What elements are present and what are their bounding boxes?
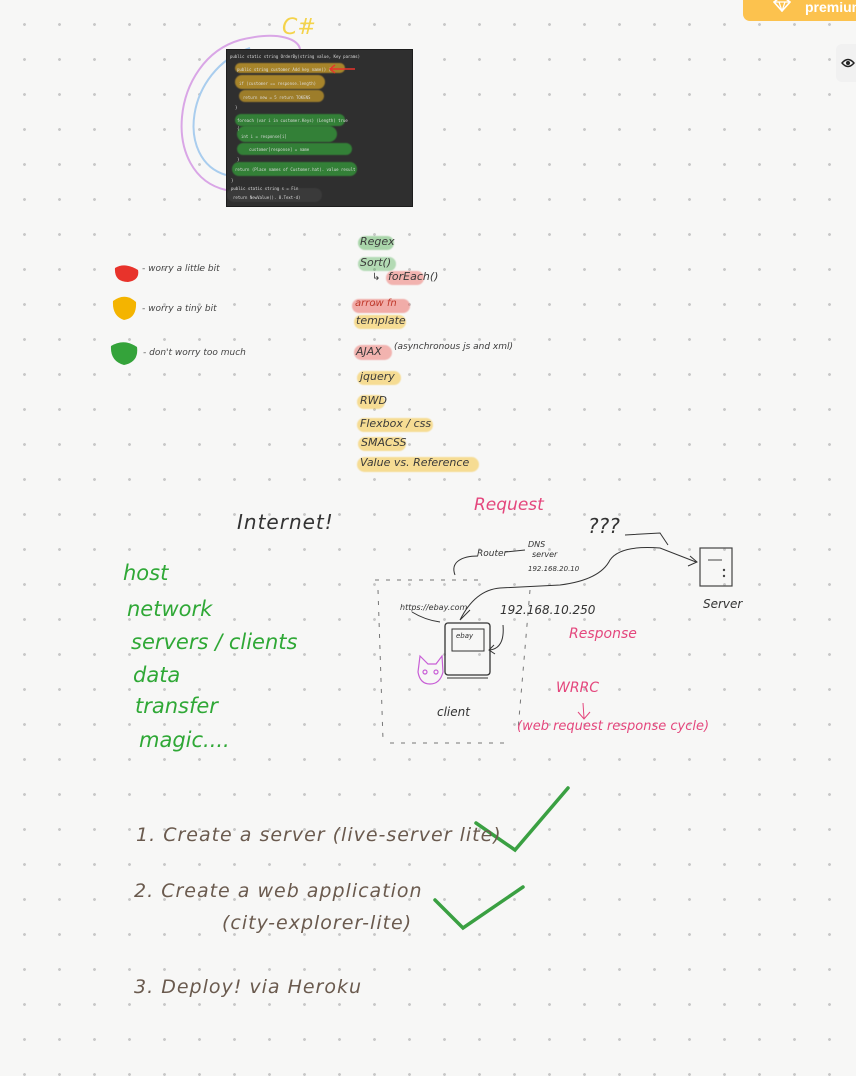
topic-ajax-note: (asynchronous js and xml) [394,342,514,352]
code-line: if (customer == response.length) [239,81,317,86]
task-text: Create a server (live-server lite) [163,824,502,846]
red-blob [114,265,139,282]
premium-label: premium [805,0,856,15]
word-servers-clients: servers / clients [131,630,298,654]
ebay-screen-label: ebay [456,632,474,640]
checkmark-1 [474,786,570,853]
topic-regex: Regex [360,235,395,248]
server-label: Server [703,597,743,611]
topic-ajax: AJAX [356,345,382,358]
code-line: } [231,178,234,183]
legend-yellow-text: - worry a tiny bit [142,304,217,314]
topic-foreach: forEach() [388,270,439,283]
request-label: Request [474,495,544,515]
topic-rwd: RWD [360,394,387,407]
word-transfer: transfer [135,694,218,718]
task-2-subtitle: (city-explorer-lite) [222,912,412,934]
code-line: return NewValue(). 8.Text-d) [233,195,301,200]
word-data: data [133,663,181,687]
computer-icon [444,622,491,679]
code-line: foreach (var i in customer.Keys) (Length… [237,118,348,123]
topic-sort: Sort() [360,256,392,269]
premium-button[interactable]: premium [743,0,856,21]
ip-label: 192.168.10.250 [500,603,596,617]
yellow-blob [112,296,137,320]
green-blob [110,342,138,365]
code-line: public string customer Add key name() { [237,67,331,72]
code-line: { [237,126,240,131]
visibility-toggle[interactable] [836,44,856,82]
task-number: 2. [134,880,155,902]
task-text: Create a web application [161,880,423,902]
code-line: customer[response] = name [249,147,310,152]
code-line: public static string OrderBy(string valu… [230,54,361,59]
task-2: 2. Create a web application [134,880,423,902]
task-1: 1. Create a server (live-server lite) [136,824,502,846]
task-number: 3. [134,976,155,998]
cat-icon [417,654,444,685]
word-host: host [123,561,169,585]
topic-flexbox: Flexbox / css [360,417,432,430]
code-line: return (Place names of Customer.hat). va… [235,167,356,172]
red-arrow-icon [328,64,355,74]
word-network: network [127,597,213,621]
router-label: Router [477,549,508,559]
wrrc-label: WRRC [556,680,600,696]
server-icon [699,547,733,587]
task-text: (city-explorer-lite) [222,912,413,934]
dns-label: DNS [528,540,546,549]
code-line: } [237,157,240,162]
dns-server-label: server [532,550,558,559]
topic-arrow-fn: arrow fn [355,298,397,309]
task-number: 1. [136,824,157,846]
wrrc-full-label: (web request response cycle) [517,719,710,734]
response-label: Response [569,626,637,642]
question-label: ??? [588,514,620,538]
internet-title: Internet! [237,510,334,534]
csharp-label: C# [282,15,316,40]
word-magic: magic.... [139,728,230,752]
topic-jquery: jquery [360,370,395,383]
dns-ip-label: 192.168.20.10 [528,565,580,573]
topic-value-reference: Value vs. Reference [360,456,470,469]
diamond-icon [772,0,792,15]
legend-green-text: - don't worry too much [143,348,246,358]
client-label: client [437,705,470,719]
topic-template: template [356,314,406,327]
topic-smacss: SMACSS [361,436,407,449]
task-3: 3. Deploy! via Heroku [134,976,362,998]
hook-arrow: ↳ [372,272,381,283]
checkmark-2 [433,885,525,931]
legend-red-text: - worry a little bit [142,264,220,274]
code-line: } [235,105,238,110]
code-line: int i = response[i] [241,134,287,139]
code-line: return new = 5 return TOKENS [243,95,311,100]
code-line: public static string s = Fin [231,186,299,191]
code-screenshot: public static string OrderBy(string valu… [226,49,413,207]
task-text: Deploy! via Heroku [161,976,363,998]
url-label: https://ebay.com [400,603,468,612]
eye-icon [841,54,855,73]
